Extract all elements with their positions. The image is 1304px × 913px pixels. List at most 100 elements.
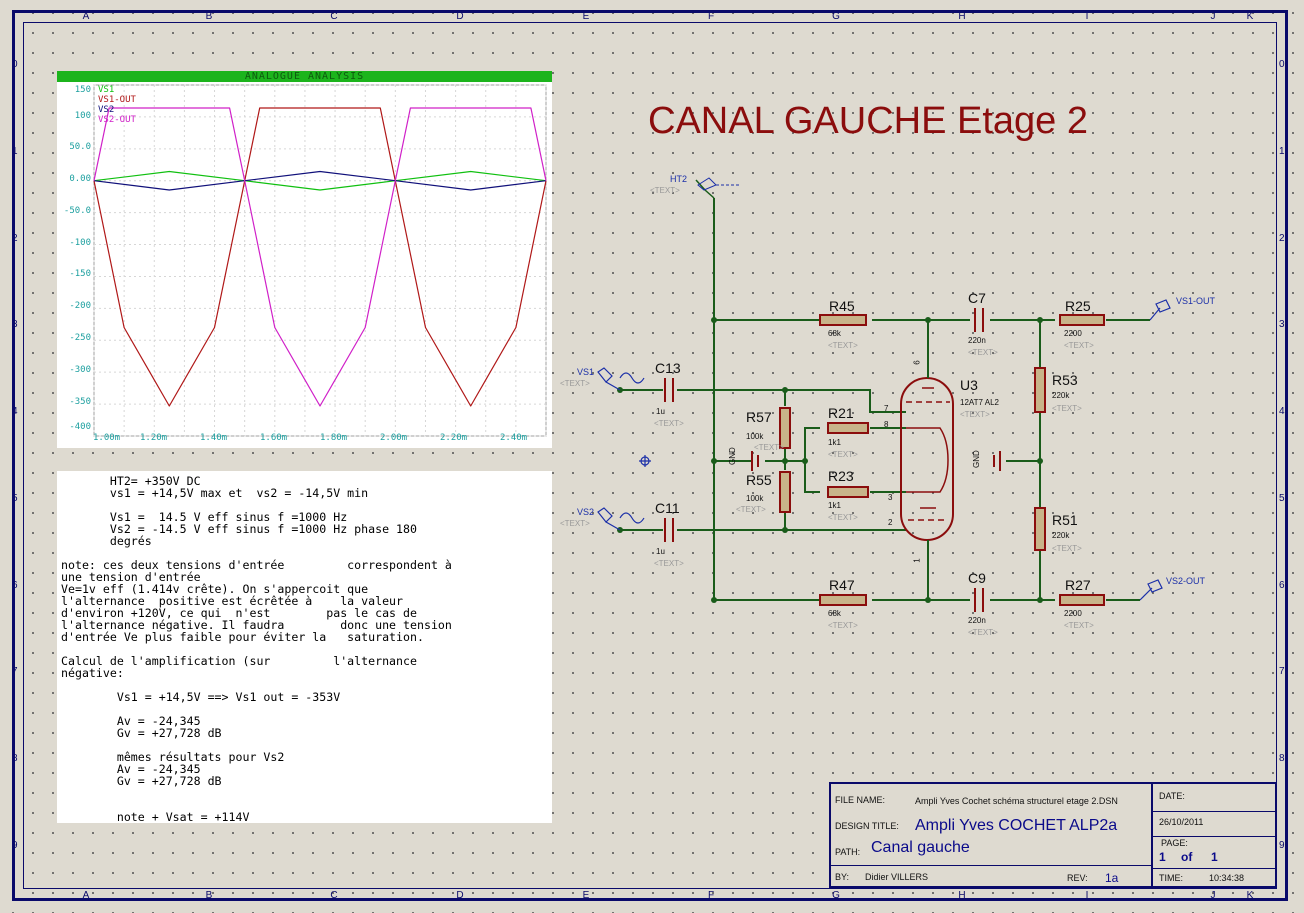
c7-text: <TEXT> <box>968 348 998 357</box>
r23-text: <TEXT> <box>828 513 858 522</box>
sheet-border-outer <box>12 10 1288 901</box>
y-tick-label: -50.0 <box>63 206 91 216</box>
y-tick-label: 100 <box>74 111 91 121</box>
r21-ref[interactable]: R21 <box>828 405 854 421</box>
r51-text: <TEXT> <box>1052 544 1082 553</box>
zone-row-6-right: 6 <box>1279 580 1285 591</box>
pin-7-label: 7 <box>884 404 889 413</box>
note-line: Calcul de l'amplification (sur l'alterna… <box>61 654 417 668</box>
series-line-vs2 <box>93 170 547 191</box>
by-value[interactable]: Didier VILLERS <box>865 872 929 882</box>
x-tick-label: 2.00m <box>380 433 408 443</box>
note-line: Gv = +27,728 dB <box>61 726 222 740</box>
ht2-port <box>695 177 740 199</box>
zone-row-2-right: 2 <box>1279 233 1285 244</box>
zone-row-9-left: 9 <box>12 840 18 851</box>
note-line: Av = -24,345 <box>61 762 201 776</box>
x-tick-label: 1.60m <box>260 433 288 443</box>
port-vs1-label[interactable]: VS1 <box>577 367 595 377</box>
y-tick-label: -150 <box>69 269 91 279</box>
path-value[interactable]: Canal gauche <box>871 839 970 856</box>
time-value[interactable]: 10:34:38 <box>1209 873 1245 883</box>
r55-ref[interactable]: R55 <box>746 472 772 488</box>
port-ht2-text: <TEXT> <box>650 186 680 195</box>
rev-label: REV: <box>1067 873 1088 883</box>
r57-value: 100k <box>746 432 764 441</box>
analogue-analysis-graph[interactable]: ANALOGUE ANALYSIS VS1 VS1-OUT VS2 VS2-OU… <box>57 71 552 448</box>
note-line: d'entrée Ve plus faible pour éviter la s… <box>61 630 424 644</box>
r51-ref[interactable]: R51 <box>1052 512 1078 528</box>
y-tick-label: -100 <box>69 238 91 248</box>
r23-ref[interactable]: R23 <box>828 468 854 484</box>
analysis-plot <box>93 84 547 437</box>
c11-ref[interactable]: C11 <box>655 500 680 516</box>
gnd-right-label: GND <box>972 450 981 468</box>
c13-text: <TEXT> <box>654 419 684 428</box>
pin-3-label: 3 <box>888 493 893 502</box>
c7-ref[interactable]: C7 <box>968 290 986 306</box>
note-line: degrés <box>61 534 152 548</box>
zone-row-7-right: 7 <box>1279 666 1285 677</box>
c11-text: <TEXT> <box>654 559 684 568</box>
x-tick-label: 1.00m <box>93 433 121 443</box>
note-line: négative: <box>61 666 124 680</box>
series-line-vs2-out <box>93 107 547 407</box>
zone-col-i-top: I <box>1085 11 1089 22</box>
page-number[interactable]: 1 <box>1159 850 1166 864</box>
note-line: d'environ +120V, ce qui n'est pas le cas… <box>61 606 417 620</box>
note-line: l'alternance positive est écrêtée à la v… <box>61 594 404 608</box>
r23-value: 1k1 <box>828 501 841 510</box>
design-title-value[interactable]: Ampli Yves COCHET ALP2a <box>915 817 1118 834</box>
port-ht2-label[interactable]: HT2 <box>670 174 688 184</box>
zone-col-b-top: B <box>205 11 213 22</box>
port-vs1-out-label[interactable]: VS1-OUT <box>1176 296 1216 306</box>
r25-value: 2200 <box>1064 329 1082 338</box>
rev-value[interactable]: 1a <box>1105 871 1119 885</box>
path-label: PATH: <box>835 847 861 857</box>
pin-2-label: 2 <box>888 518 893 527</box>
legend-vs2: VS2 <box>98 105 115 115</box>
page-total[interactable]: 1 <box>1211 850 1218 864</box>
r45-value: 68k <box>828 329 841 338</box>
legend-vs1-out: VS1-OUT <box>98 95 136 105</box>
r27-ref[interactable]: R27 <box>1065 577 1091 593</box>
r47-value: 68k <box>828 609 841 618</box>
u3-ref[interactable]: U3 <box>960 377 978 393</box>
sheet-title[interactable]: CANAL GAUCHE Etage 2 <box>648 100 1088 142</box>
zone-col-b-bottom: B <box>205 890 213 901</box>
r45-text: <TEXT> <box>828 341 858 350</box>
y-tick-label: -350 <box>69 397 91 407</box>
r27-value: 2200 <box>1064 609 1082 618</box>
c11-value: 1u <box>656 547 665 556</box>
page-label: PAGE: <box>1161 838 1188 848</box>
file-name-label: FILE NAME: <box>835 795 886 805</box>
r53-ref[interactable]: R53 <box>1052 372 1078 388</box>
c9-ref[interactable]: C9 <box>968 570 986 586</box>
zone-col-j-top: J <box>1210 11 1216 22</box>
port-vs2-out-label[interactable]: VS2-OUT <box>1166 576 1206 586</box>
port-vs2-label[interactable]: VS2 <box>577 507 595 517</box>
zone-row-0-left: 0 <box>12 59 18 70</box>
r25-ref[interactable]: R25 <box>1065 298 1091 314</box>
r57-ref[interactable]: R57 <box>746 409 772 425</box>
date-value[interactable]: 26/10/2011 <box>1159 817 1204 827</box>
zone-col-e-top: E <box>582 11 590 22</box>
r45-ref[interactable]: R45 <box>829 298 855 314</box>
zone-row-3-right: 3 <box>1279 319 1285 330</box>
r21-value: 1k1 <box>828 438 841 447</box>
title-block-divider <box>831 865 1151 866</box>
analysis-graph-header[interactable]: ANALOGUE ANALYSIS <box>57 71 552 82</box>
note-line: Vs2 = -14.5 V eff sinus f =1000 Hz phase… <box>61 522 417 536</box>
zone-col-d-bottom: D <box>456 890 464 901</box>
file-name-value[interactable]: Ampli Yves Cochet schéma structurel etag… <box>915 796 1118 806</box>
c13-ref[interactable]: C13 <box>655 360 681 376</box>
zone-row-1-right: 1 <box>1279 146 1285 157</box>
by-label: BY: <box>835 872 850 882</box>
zone-col-f-bottom: F <box>707 890 715 901</box>
r47-ref[interactable]: R47 <box>829 577 855 593</box>
resistors <box>779 314 1105 606</box>
notes-text-box[interactable]: HT2= +350V DC vs1 = +14,5V max et vs2 = … <box>57 471 552 823</box>
zone-col-j-bottom: J <box>1210 890 1216 901</box>
zone-col-k-bottom: K <box>1246 890 1254 901</box>
note-line: une tension d'entrée <box>61 570 201 584</box>
